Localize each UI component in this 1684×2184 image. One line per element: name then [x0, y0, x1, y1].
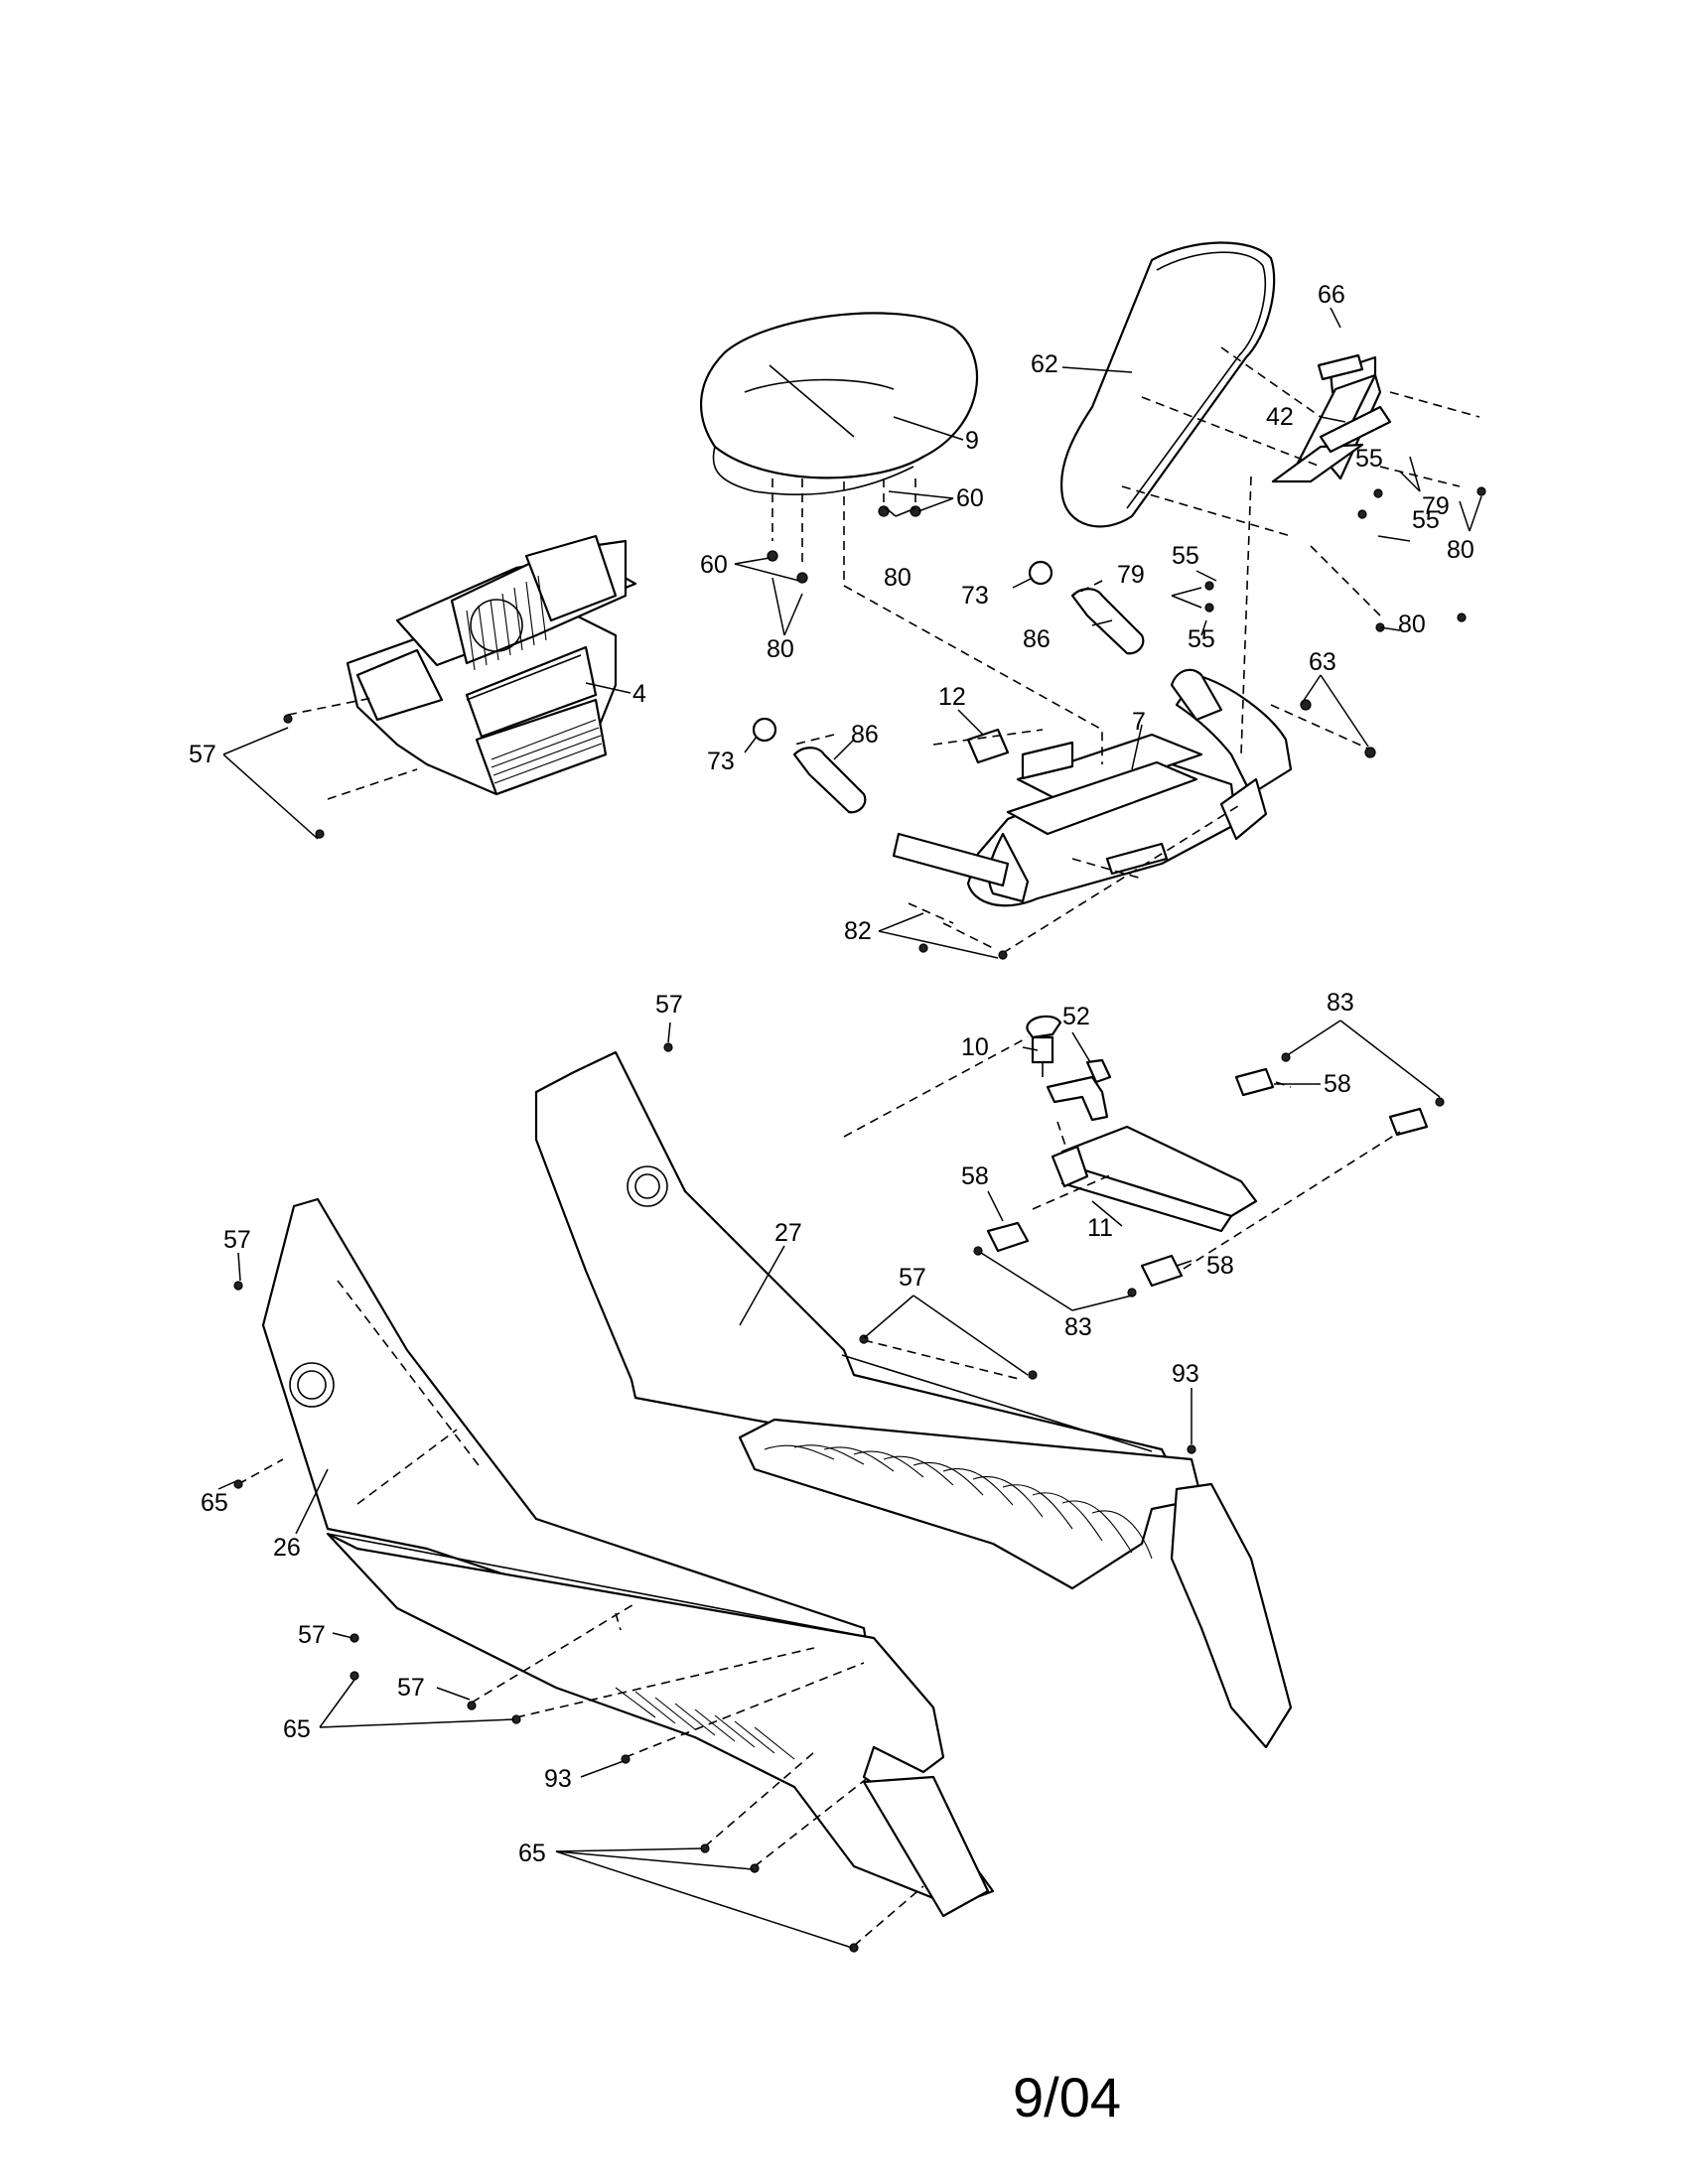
end-caps-58 [986, 1067, 1429, 1288]
callout-55: 55 [1355, 445, 1383, 473]
callout-62: 62 [1031, 350, 1058, 378]
callout-65: 65 [201, 1489, 228, 1517]
callout-60: 60 [956, 484, 984, 512]
callout-86: 86 [1023, 625, 1051, 653]
seat-back [1060, 241, 1276, 528]
callout-65: 65 [283, 1715, 311, 1743]
callout-57: 57 [899, 1264, 926, 1292]
callout-66: 66 [1318, 281, 1345, 309]
callout-80: 80 [1447, 536, 1474, 564]
bracket-52 [1046, 1058, 1112, 1122]
callout-26: 26 [273, 1534, 301, 1562]
callout-93: 93 [544, 1765, 572, 1793]
callout-55: 55 [1412, 506, 1440, 534]
callout-57: 57 [397, 1674, 425, 1702]
seat-bracket-12 [966, 728, 1010, 764]
callout-7: 7 [1132, 708, 1146, 736]
seat-plate [1006, 760, 1198, 836]
knob-10 [1026, 1015, 1062, 1077]
callout-80: 80 [884, 564, 912, 592]
seat-frame [892, 668, 1293, 907]
callout-12: 12 [938, 683, 966, 711]
seat-back-bracket [1271, 353, 1392, 483]
callout-63: 63 [1309, 648, 1336, 676]
callout-55: 55 [1188, 625, 1215, 653]
callout-79: 79 [1117, 561, 1145, 589]
callout-60: 60 [700, 551, 728, 579]
callout-55: 55 [1172, 542, 1199, 570]
foam-pad-86-lower [792, 747, 867, 814]
callout-58: 58 [1324, 1070, 1351, 1098]
callout-57: 57 [223, 1226, 251, 1254]
callout-80: 80 [767, 635, 794, 663]
callout-58: 58 [961, 1162, 989, 1190]
end-caps-73 [752, 560, 1053, 743]
callout-labels: 4 9 60 60 80 80 62 66 42 55 55 55 55 79 … [189, 281, 1474, 1867]
callout-93: 93 [1172, 1360, 1199, 1388]
callout-80: 80 [1398, 611, 1426, 638]
callout-83: 83 [1064, 1313, 1092, 1341]
callout-73: 73 [707, 748, 735, 775]
callout-27: 27 [774, 1219, 802, 1247]
seat-adjust-bracket [1051, 1125, 1258, 1233]
callout-65: 65 [518, 1840, 546, 1867]
callout-10: 10 [961, 1033, 989, 1061]
callout-11: 11 [1087, 1214, 1113, 1242]
callout-82: 82 [844, 917, 872, 945]
callout-86: 86 [851, 721, 879, 749]
callout-83: 83 [1327, 989, 1354, 1017]
callout-42: 42 [1266, 403, 1294, 431]
leader-lines [217, 307, 1482, 1949]
callout-57: 57 [189, 741, 216, 768]
callout-9: 9 [965, 427, 979, 455]
revision-date: 9/04 [1013, 2066, 1121, 2128]
console-assembly [346, 534, 637, 796]
hardware-screws [233, 486, 1486, 1953]
callout-57: 57 [655, 991, 683, 1019]
front-shroud [261, 1197, 995, 1918]
callout-57: 57 [298, 1621, 326, 1649]
callout-79: 79 [1422, 492, 1450, 520]
seat [699, 312, 978, 495]
assembly-lines [237, 346, 1480, 1947]
callout-52: 52 [1062, 1003, 1090, 1030]
rear-shroud [534, 1050, 1293, 1749]
callout-73: 73 [961, 582, 989, 610]
callout-58: 58 [1206, 1252, 1234, 1280]
callout-4: 4 [632, 680, 646, 708]
